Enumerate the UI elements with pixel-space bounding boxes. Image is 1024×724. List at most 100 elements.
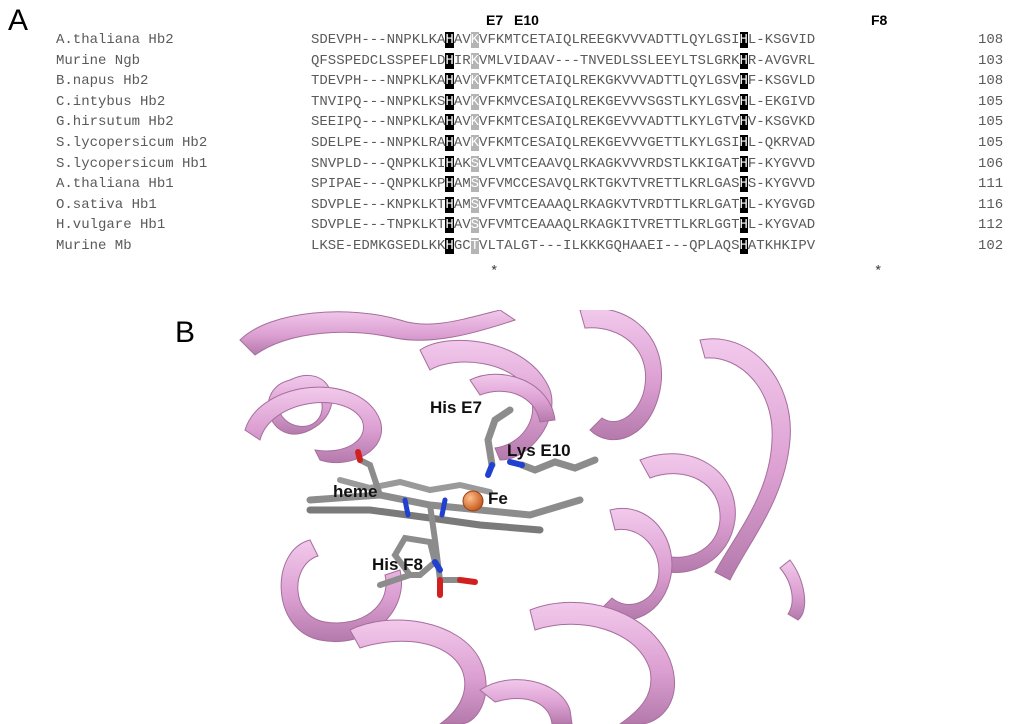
sequence-segment: TNVIPQ---NNPKLKS (311, 93, 446, 110)
label-his-e7: His E7 (430, 398, 482, 417)
sequence-length: 102 (978, 238, 1004, 254)
helix-right-2 (699, 338, 791, 581)
sequence-segment: SDVPLE---TNPKLKT (311, 217, 446, 234)
residue-e10: K (470, 114, 480, 131)
sequence: SDVPLE---KNPKLKTHAMSVFVMTCEAAAQLRKAGKVTV… (311, 196, 815, 214)
panel-label-a: A (8, 4, 29, 37)
column-header-e10: E10 (514, 12, 539, 28)
protein-structure-rendering: His E7 Lys E10 heme Fe His F8 (239, 310, 806, 724)
helix-top-center (419, 339, 553, 461)
sequence-segment: SDVPLE---KNPKLKT (311, 196, 446, 213)
sequence-segment: SNVPLD---QNPKLKI (311, 155, 446, 172)
residue-e10: S (470, 176, 480, 193)
label-his-f8: His F8 (372, 555, 423, 574)
species-name: S.lycopersicum Hb1 (56, 155, 208, 172)
sequence-length: 108 (978, 32, 1004, 48)
residue-e10: S (470, 217, 480, 234)
sequence-segment: SPIPAE---QNPKLKP (311, 176, 446, 193)
species-name: Murine Ngb (56, 52, 141, 69)
helix-right-4 (599, 508, 673, 621)
sequence-segment: AV (453, 114, 471, 131)
sequence-segment: AV (453, 32, 471, 48)
residue-e10: K (470, 32, 480, 48)
residue-f8: H (739, 73, 748, 90)
helix-bottom-left (280, 539, 402, 642)
residue-f8: H (739, 196, 748, 213)
sequence-segment: VFVMTCEAAAQLRKAGKITVRETTLKRLGGT (479, 217, 740, 234)
sequence-segment: SDEVPH---NNPKLKA (311, 32, 446, 48)
sequence-segment: AV (453, 217, 471, 234)
sequence: SDELPE---NNPKLRAHAVKVFKMTCESAIQLREKGEVVV… (311, 134, 815, 152)
sequence: SDEVPH---NNPKLKA H AVKVFKMTCETAIQLREEGKVVV… (311, 31, 815, 49)
helix-bottom-far-right (479, 679, 573, 724)
helix-right-3 (639, 453, 736, 574)
ribbon-tail (779, 559, 806, 621)
sequence: SNVPLD---QNPKLKIHAKSVLVMTCEAAVQLRKAGKVVV… (311, 155, 815, 173)
sequence-segment: AV (453, 73, 471, 90)
sequence-segment: AM (453, 176, 471, 193)
sequence-length: 105 (978, 93, 1004, 110)
sequence: SDVPLE---TNPKLKTHAVSVFVMTCEAAAQLRKAGKITV… (311, 216, 815, 234)
sequence: LKSE-EDMKGSEDLKKHGCTVLTALGT---ILKKKGQHAA… (311, 237, 815, 255)
sequence-length: 111 (978, 176, 1004, 193)
panel-label-b: B (175, 316, 196, 349)
sequence-segment: AK (453, 155, 471, 172)
residue-e10: K (470, 135, 480, 151)
sequence-segment: VFKMTCESAIQLREKGEVVVADTTLKYLGTV (479, 114, 740, 131)
heme-group (306, 449, 584, 598)
sequence-segment: VFVMTCEAAAQLRKAGKVTVRDTTLKRLGAT (479, 196, 740, 213)
residue-e10: K (470, 93, 480, 110)
sequence-segment: SEEIPQ---NNPKLKA (311, 114, 446, 131)
sequence-segment: GC (453, 238, 471, 254)
sequence-segment: TDEVPH---NNPKLKA (311, 73, 446, 90)
sequence-segment: F-KYGVVD (747, 155, 816, 172)
column-header-e7: E7 (486, 12, 504, 28)
sequence: TNVIPQ---NNPKLKSHAVKVFKMVCESAIQLREKGEVVV… (311, 93, 815, 111)
sequence-segment: R-AVGVRL (747, 52, 816, 69)
sequence-length: 103 (978, 52, 1004, 69)
sequence-segment: L-KYGVGD (747, 196, 816, 213)
sequence-segment: L-EKGIVD (747, 93, 816, 110)
residue-e7: H (445, 238, 454, 254)
sequence-segment: VFKMTCETAIQLREEGKVVVADTTLQYLGSI (479, 32, 740, 48)
sequence-length: 106 (978, 155, 1004, 172)
sequence-segment: AV (453, 93, 471, 110)
label-lys-e10: Lys E10 (507, 441, 571, 460)
species-name: Murine Mb (56, 238, 132, 254)
sequence: SEEIPQ---NNPKLKA H AVKVFKMTCESAIQLREKGEVVV… (311, 113, 815, 131)
species-name: S.lycopersicum Hb2 (56, 135, 208, 151)
residue-e10: S (470, 196, 480, 213)
residue-f8: H (739, 217, 748, 234)
residue-e7: H (445, 196, 454, 213)
residue-e7: H (445, 73, 454, 90)
label-fe: Fe (488, 489, 508, 508)
species-name: B.napus Hb2 (56, 73, 149, 90)
label-heme: heme (333, 482, 377, 501)
residue-e7: H (445, 155, 454, 172)
sequence: QFSSPEDCLSSPEFLDHIRKVMLVIDAAV---TNVEDLSS… (311, 52, 815, 70)
sequence-length: 105 (978, 114, 1004, 131)
sequence-segment: L-QKRVAD (747, 135, 816, 151)
sequence-segment: AM (453, 196, 471, 213)
residue-f8: H (739, 93, 748, 110)
residue-e7: H (445, 217, 454, 234)
sequence: SPIPAE---QNPKLKPHAMSVFVMCCESAVQLRKTGKVTV… (311, 175, 815, 193)
helix-bottom-right (529, 601, 676, 724)
residue-f8: H (739, 32, 748, 48)
species-name: G.hirsutum Hb2 (56, 114, 174, 131)
sequence-segment: L-KYGVAD (747, 217, 816, 234)
column-header-f8: F8 (871, 12, 888, 28)
sequence-segment: VFKMTCESAIQLREKGEVVVGETTLKYLGSI (479, 135, 740, 151)
sequence-segment: VFKMTCETAIQLREKGKVVVADTTLQYLGSV (479, 73, 740, 90)
residue-e7: H (445, 52, 454, 69)
residue-f8: H (739, 114, 748, 131)
sequence-segment: V-KSGVKD (747, 114, 816, 131)
residue-f8: H (739, 135, 748, 151)
species-name: A.thaliana Hb2 (56, 32, 174, 48)
his-f8-sidechain (377, 534, 443, 588)
sequence-segment: ATKHKIPV (747, 238, 816, 254)
residue-f8: H (739, 176, 748, 193)
sequence-segment: LKSE-EDMKGSEDLKK (311, 238, 446, 254)
sequence-segment: QFSSPEDCLSSPEFLD (311, 52, 446, 69)
fe-atom (462, 490, 484, 512)
